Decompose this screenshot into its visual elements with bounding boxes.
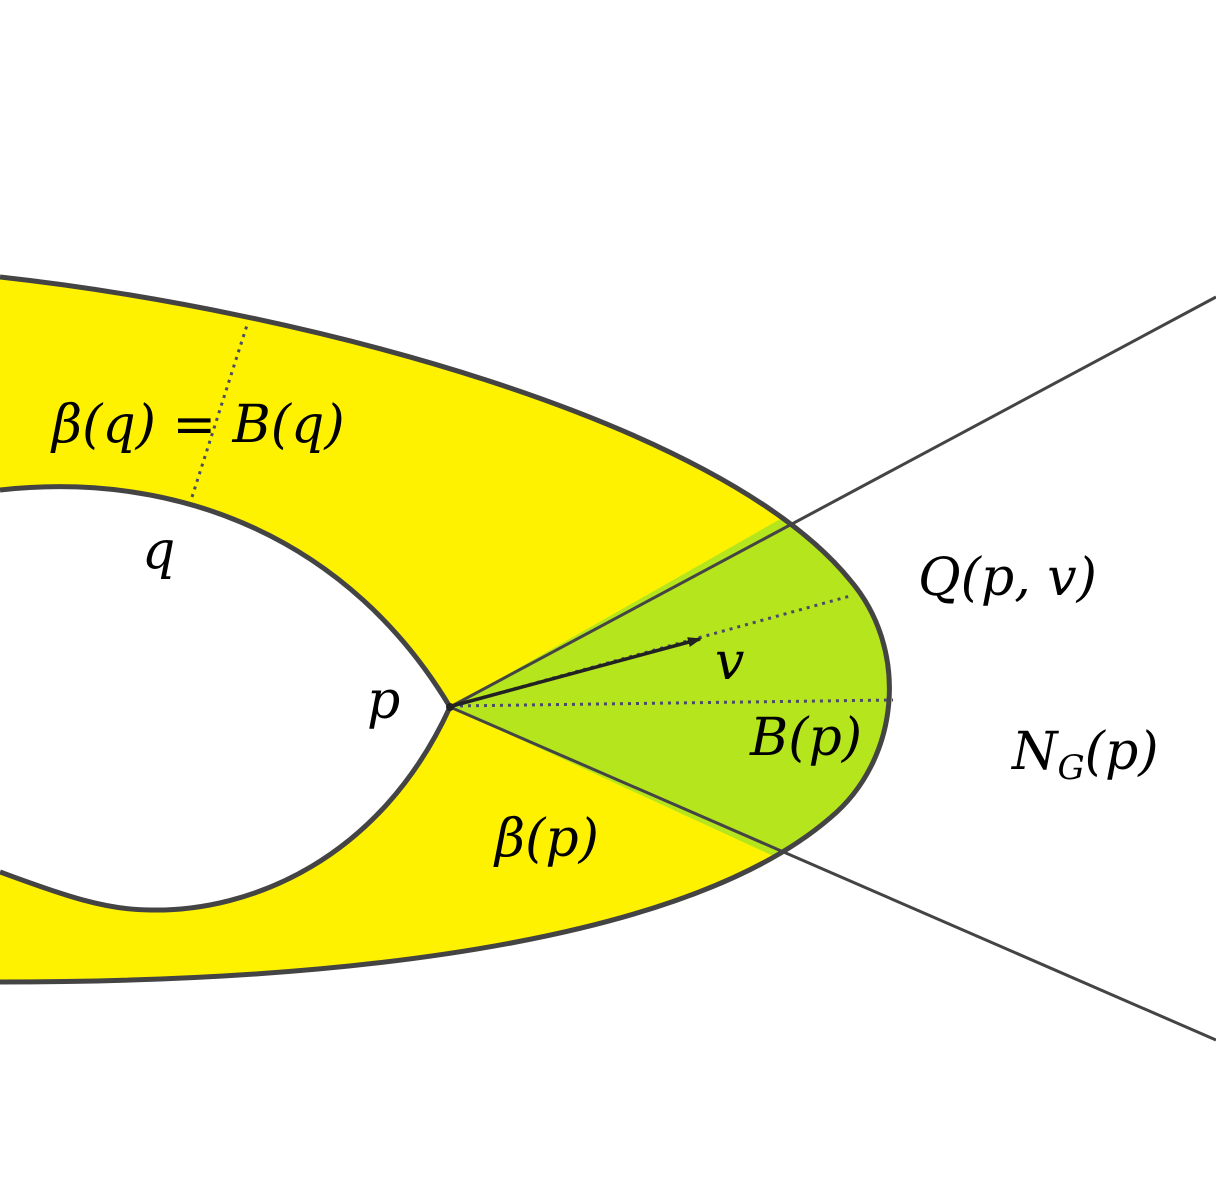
dotted-segment-B — [451, 698, 894, 708]
inner-boundary-curve — [0, 484, 453, 913]
label-beta-q-eq-B-q: β(q) = B(q) — [50, 395, 345, 455]
label-N-G-main: N — [1010, 722, 1059, 782]
label-v: v — [715, 632, 744, 692]
label-Q-p-v: Q(p, v) — [918, 548, 1097, 608]
dotted-segment-Q — [451, 594, 851, 708]
point-p-marker — [446, 703, 454, 711]
cone-ray-upper — [449, 295, 1216, 709]
vector-v-arrow — [451, 637, 702, 708]
label-N-G-subscript: G — [1058, 748, 1085, 788]
label-N-G-argument: (p) — [1085, 722, 1159, 782]
cone-ray-lower — [449, 705, 1216, 1042]
label-B-p: B(p) — [749, 708, 862, 768]
outer-boundary-curve — [0, 274, 892, 985]
label-p: p — [367, 671, 400, 731]
label-beta-p: β(p) — [493, 809, 599, 869]
label-q: q — [142, 521, 175, 581]
dotted-segment-q — [190, 321, 250, 498]
label-N-G-p: NG(p) — [1010, 722, 1159, 788]
